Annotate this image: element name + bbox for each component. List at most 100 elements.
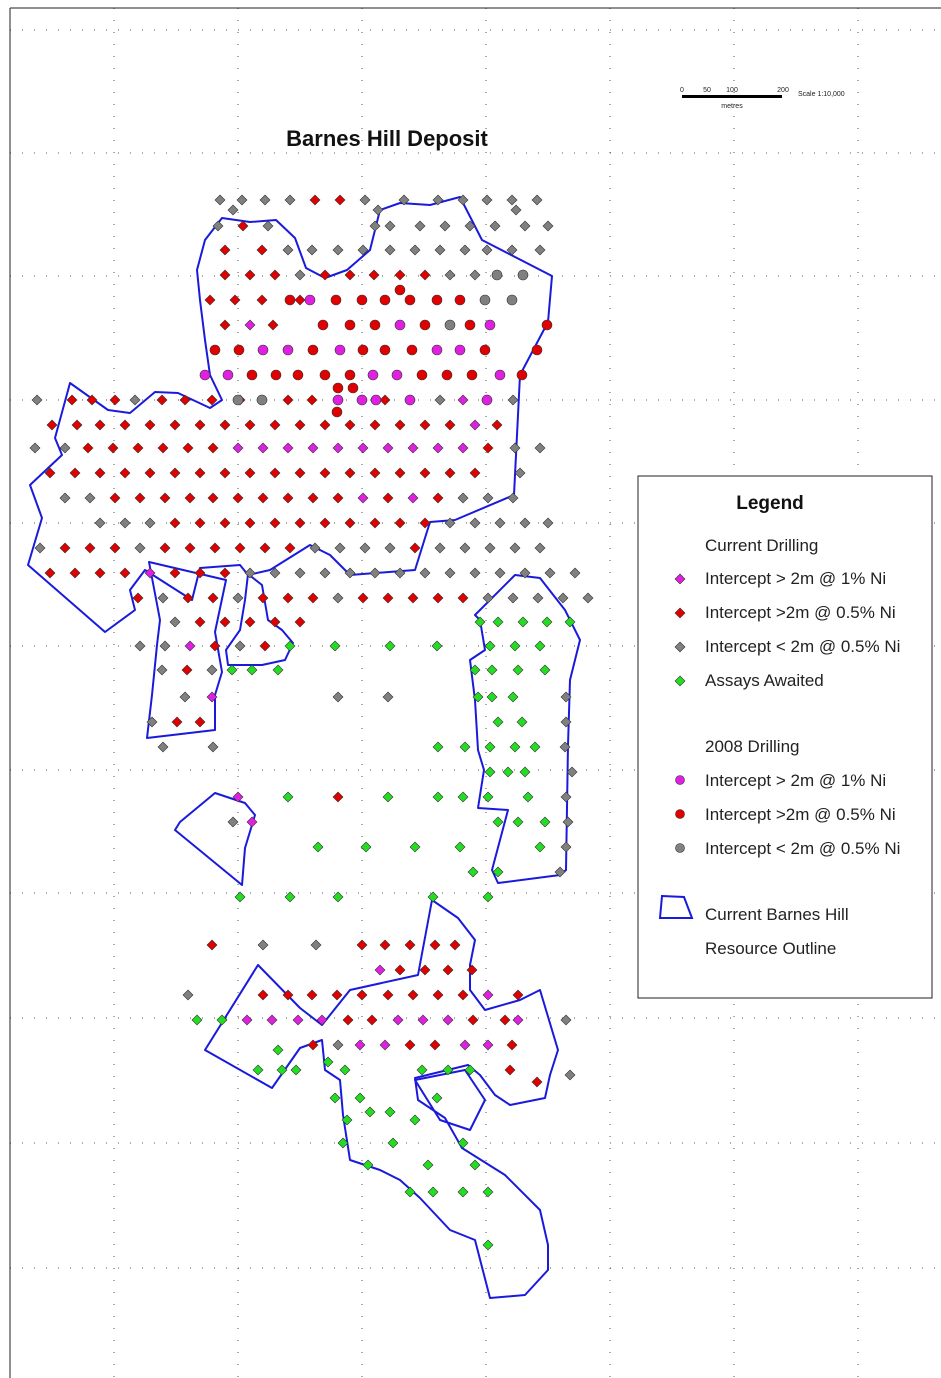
drill-hole-red-diamond — [182, 442, 194, 454]
drill-hole-magenta-diamond — [374, 964, 386, 976]
drill-hole-grey-diamond — [29, 442, 41, 454]
drill-holes — [29, 194, 594, 1251]
drill-hole-red-diamond — [159, 542, 171, 554]
drill-hole-magenta-diamond — [357, 492, 369, 504]
drill-hole-grey-diamond — [434, 394, 446, 406]
drill-hole-red-diamond — [419, 467, 431, 479]
drill-hole-red-diamond — [169, 467, 181, 479]
drill-hole-red-diamond — [449, 939, 461, 951]
drill-hole-magenta-circle — [484, 319, 496, 331]
drill-hole-grey-diamond — [227, 204, 239, 216]
drill-hole-red-diamond — [504, 1064, 516, 1076]
drill-hole-red-diamond — [144, 419, 156, 431]
legend-current-label-1: Intercept > 2m @ 1% Ni — [705, 569, 886, 588]
drill-hole-grey-diamond — [232, 592, 244, 604]
drill-hole-magenta-circle — [481, 394, 493, 406]
drill-hole-magenta-diamond — [392, 1014, 404, 1026]
drill-hole-red-circle — [292, 369, 304, 381]
drill-hole-grey-diamond — [444, 269, 456, 281]
drill-hole-green-diamond — [472, 691, 484, 703]
legend-current-heading: Current Drilling — [705, 536, 818, 555]
drill-hole-magenta-diamond — [482, 1039, 494, 1051]
drill-hole-red-diamond — [382, 592, 394, 604]
drill-hole-grey-diamond — [459, 542, 471, 554]
drill-hole-green-diamond — [474, 616, 486, 628]
drill-hole-grey-diamond — [482, 492, 494, 504]
resource-outline-7 — [414, 1069, 486, 1131]
drill-hole-red-diamond — [219, 269, 231, 281]
drill-hole-grey-diamond — [534, 244, 546, 256]
drill-hole-green-diamond — [529, 741, 541, 753]
drill-hole-green-diamond — [422, 1159, 434, 1171]
drill-hole-red-diamond — [444, 467, 456, 479]
drill-hole-grey-diamond — [294, 567, 306, 579]
drill-hole-red-diamond — [69, 567, 81, 579]
drill-hole-red-diamond — [207, 492, 219, 504]
drill-hole-red-diamond — [209, 640, 221, 652]
drill-hole-green-diamond — [482, 891, 494, 903]
drill-hole-red-diamond — [394, 419, 406, 431]
drill-hole-grey-diamond — [482, 592, 494, 604]
drill-hole-green-diamond — [384, 1106, 396, 1118]
drill-hole-red-diamond — [342, 1014, 354, 1026]
drill-hole-magenta-diamond — [432, 442, 444, 454]
drill-hole-red-diamond — [319, 517, 331, 529]
drill-hole-grey-diamond — [214, 194, 226, 206]
drill-hole-green-diamond — [482, 1186, 494, 1198]
drill-hole-green-diamond — [427, 1186, 439, 1198]
drill-hole-green-diamond — [486, 664, 498, 676]
drill-hole-magenta-diamond — [266, 1014, 278, 1026]
legend: Legend Current Drilling Intercept > 2m @… — [637, 475, 933, 999]
drill-hole-magenta-diamond — [357, 442, 369, 454]
drill-hole-grey-diamond — [557, 592, 569, 604]
drill-hole-grey-diamond — [269, 567, 281, 579]
drill-hole-red-diamond — [257, 592, 269, 604]
drill-hole-magenta-circle — [394, 319, 406, 331]
drill-hole-red-diamond — [94, 567, 106, 579]
drill-hole-grey-diamond — [309, 542, 321, 554]
drill-hole-green-diamond — [246, 664, 258, 676]
drill-hole-magenta-diamond — [232, 442, 244, 454]
drill-hole-grey-diamond — [284, 194, 296, 206]
drill-hole-green-diamond — [469, 664, 481, 676]
drill-hole-grey-diamond — [439, 220, 451, 232]
legend-outline-label-1: Current Barnes Hill — [705, 905, 849, 924]
drill-hole-grey-diamond — [34, 542, 46, 554]
drill-hole-red-diamond — [182, 592, 194, 604]
drill-hole-red-circle — [406, 344, 418, 356]
drill-hole-red-circle — [516, 369, 528, 381]
drill-hole-red-diamond — [194, 567, 206, 579]
resource-outlines — [27, 196, 581, 1299]
drill-hole-green-diamond — [459, 741, 471, 753]
legend-outline-label-2: Resource Outline — [705, 939, 836, 958]
drill-hole-red-diamond — [269, 467, 281, 479]
drill-hole-green-diamond — [191, 1014, 203, 1026]
resource-outline-4 — [469, 574, 581, 884]
drill-hole-grey-diamond — [31, 394, 43, 406]
drill-hole-red-diamond — [219, 616, 231, 628]
drill-hole-green-diamond — [522, 791, 534, 803]
legend-current-label-4: Assays Awaited — [705, 671, 824, 690]
legend-2008-heading: 2008 Drilling — [705, 737, 800, 756]
drill-hole-grey-diamond — [554, 866, 566, 878]
legend-current-label-3: Intercept < 2m @ 0.5% Ni — [705, 637, 900, 656]
drill-hole-red-diamond — [531, 1076, 543, 1088]
drill-hole-green-diamond — [337, 1137, 349, 1149]
drill-hole-grey-circle — [675, 843, 685, 853]
drill-hole-magenta-circle — [356, 394, 368, 406]
drill-hole-grey-diamond — [444, 517, 456, 529]
drill-hole-red-diamond — [194, 517, 206, 529]
drill-hole-red-diamond — [194, 716, 206, 728]
drill-hole-grey-circle — [256, 394, 268, 406]
drill-hole-red-circle — [416, 369, 428, 381]
drill-hole-green-diamond — [432, 791, 444, 803]
drill-hole-red-diamond — [194, 616, 206, 628]
drill-hole-red-diamond — [306, 989, 318, 1001]
drill-hole-green-diamond — [492, 716, 504, 728]
drill-hole-red-diamond — [332, 791, 344, 803]
drill-hole-red-diamond — [319, 467, 331, 479]
drill-hole-grey-diamond — [384, 244, 396, 256]
drill-hole-red-diamond — [442, 964, 454, 976]
drill-hole-red-diamond — [69, 467, 81, 479]
drill-hole-red-diamond — [44, 467, 56, 479]
